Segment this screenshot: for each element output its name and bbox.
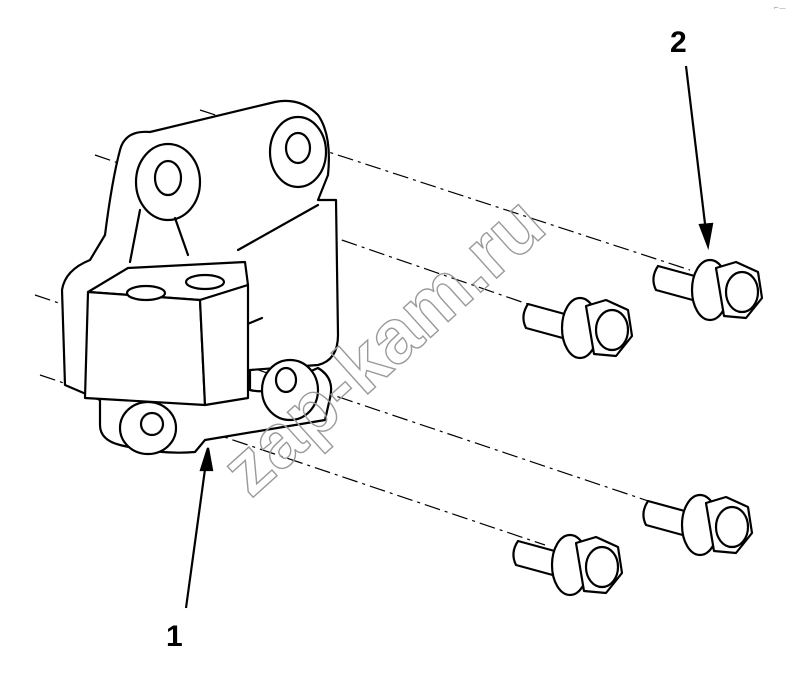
leader-arrowhead-2 [698, 222, 714, 251]
bolt-head-face [724, 270, 760, 314]
bolt-head-face [584, 545, 620, 589]
bracket-mounting-block-front [83, 290, 207, 407]
bracket-lower-left-hole [139, 411, 165, 437]
bracket-lower-right-hole [274, 366, 298, 394]
bracket-upper-right-hole [284, 131, 312, 165]
bolt-upper-right [652, 258, 764, 322]
leader-line-2 [684, 65, 708, 233]
bolt-lower-left [512, 533, 624, 597]
leader-arrows [184, 65, 714, 609]
bracket-rib-diagonal [236, 203, 320, 252]
bolts [512, 258, 764, 597]
bolt-upper-left [522, 296, 634, 360]
bolt-head-face [714, 505, 750, 549]
corner-mark: ⌐— [773, 4, 786, 12]
leader-line-1 [184, 461, 208, 609]
leader-arrowhead-1 [199, 447, 214, 472]
callout-label-bolt: 2 [670, 26, 687, 59]
bracket-mounting-block-side [198, 283, 250, 407]
bracket-upper-left-hole [153, 159, 183, 197]
callout-label-bracket: 1 [166, 620, 183, 653]
bolt-lower-right [642, 493, 754, 557]
bracket-block-hole-right [184, 273, 226, 291]
bracket-rib-center [173, 216, 190, 257]
alignment-line-upper-right-hole [199, 109, 691, 271]
bracket [60, 99, 340, 456]
bracket-block-hole-left [125, 284, 167, 302]
bolt-head-face [594, 308, 630, 352]
bracket-rib-left [128, 208, 142, 264]
